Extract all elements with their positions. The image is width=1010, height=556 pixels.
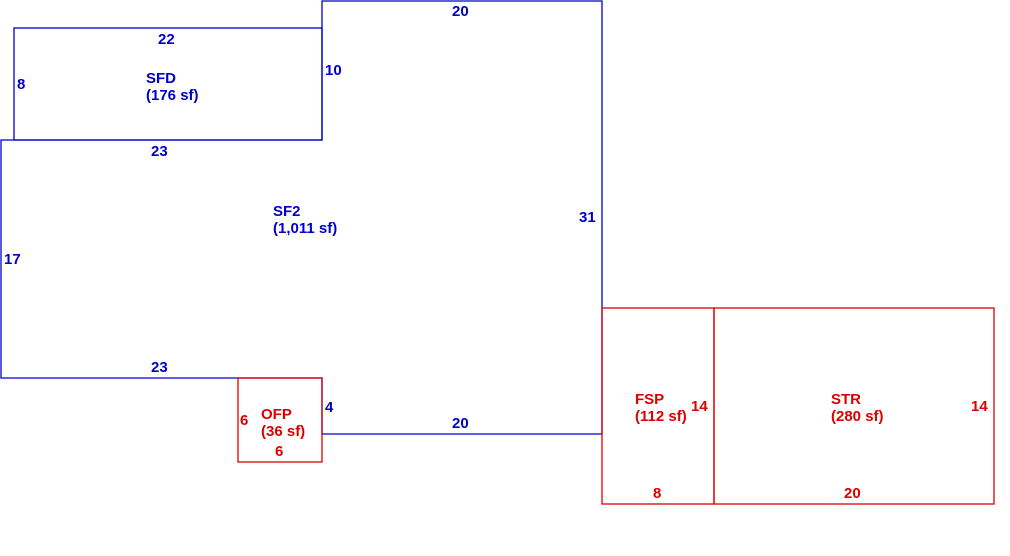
sf2-area-label: (1,011 sf) [273,220,337,237]
dim-fsp-right: 14 [691,398,708,415]
dim-sf2-bottom: 20 [452,415,469,432]
dim-sf2-left: 17 [4,251,21,268]
dim-ofp-bottom: 6 [275,443,283,460]
dim-sf2-lower: 23 [151,359,168,376]
dim-sf2-middle: 23 [151,143,168,160]
dim-sfd-left: 8 [17,76,25,93]
dim-sf2-notch: 4 [325,399,334,416]
sfd-area-label: (176 sf) [146,87,199,104]
dim-sf2-right: 31 [579,209,596,226]
str-area-label: (280 sf) [831,408,884,425]
dim-sfd-right: 10 [325,62,342,79]
sfd-outline [13,27,323,141]
dim-ofp-left: 6 [240,412,248,429]
dim-str-right: 14 [971,398,988,415]
sf2-code-label: SF2 [273,203,301,220]
dim-fsp-bottom: 8 [653,485,661,502]
fsp-code-label: FSP [635,391,664,408]
sf2-outline [0,0,603,435]
ofp-code-label: OFP [261,406,292,423]
dim-sf2-top: 20 [452,3,469,20]
dim-sfd-top: 22 [158,31,175,48]
dim-str-bottom: 20 [844,485,861,502]
str-outline [713,307,995,505]
str-code-label: STR [831,391,861,408]
fsp-area-label: (112 sf) [635,408,687,425]
ofp-outline [237,377,323,463]
sfd-code-label: SFD [146,70,176,87]
ofp-area-label: (36 sf) [261,423,305,440]
